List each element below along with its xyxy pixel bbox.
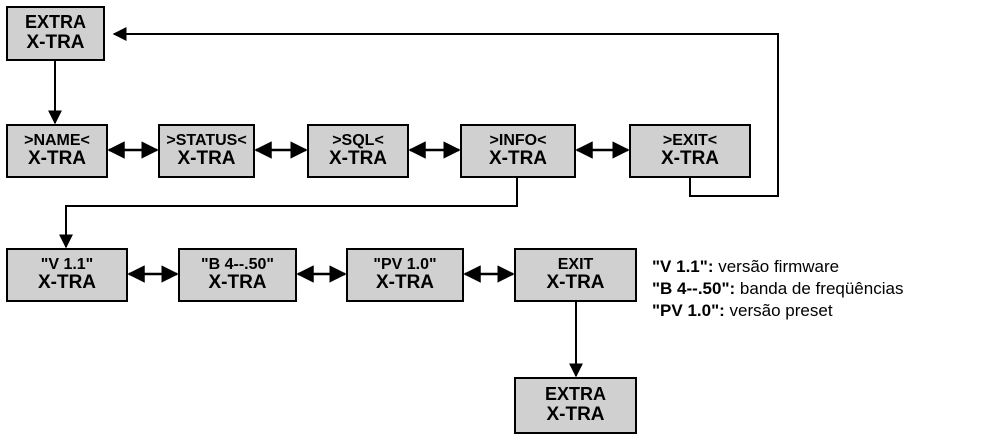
- box-line2: X-TRA: [660, 148, 720, 170]
- legend-item: "V 1.1": versão firmware: [652, 256, 903, 278]
- box-line2: X-TRA: [375, 272, 435, 294]
- info-exit-box: EXIT X-TRA: [514, 248, 637, 302]
- box-line1: "B 4--.50": [201, 255, 274, 273]
- box-line1: "V 1.1": [40, 255, 94, 273]
- legend-text: versão firmware: [713, 257, 840, 276]
- arrow-exit-to-extra: [112, 27, 779, 197]
- box-line2: X-TRA: [37, 272, 97, 294]
- box-line2: X-TRA: [26, 31, 85, 53]
- box-line2: X-TRA: [546, 403, 605, 425]
- box-line1: >STATUS<: [166, 131, 247, 149]
- box-line1: EXIT: [557, 255, 594, 273]
- box-line1: >NAME<: [24, 131, 90, 149]
- box-line2: X-TRA: [546, 272, 605, 294]
- box-line1: "PV 1.0": [373, 255, 437, 273]
- legend-text: banda de freqüências: [735, 279, 904, 298]
- info-band-box: "B 4--.50" X-TRA: [178, 248, 297, 302]
- menu-info-box: >INFO< X-TRA: [460, 124, 576, 178]
- legend-text: versão preset: [724, 301, 833, 320]
- box-line1: >EXIT<: [662, 131, 718, 149]
- legend-key: "PV 1.0":: [652, 301, 725, 320]
- legend: "V 1.1": versão firmware "B 4--.50": ban…: [652, 256, 903, 322]
- box-line1: EXTRA: [24, 12, 86, 33]
- info-preset-box: "PV 1.0" X-TRA: [346, 248, 464, 302]
- extra-top-box: EXTRA X-TRA: [6, 6, 105, 61]
- box-line2: X-TRA: [177, 148, 236, 170]
- legend-item: "B 4--.50": banda de freqüências: [652, 278, 903, 300]
- menu-status-box: >STATUS< X-TRA: [158, 124, 255, 178]
- box-line2: X-TRA: [328, 148, 388, 170]
- menu-sql-box: >SQL< X-TRA: [307, 124, 409, 178]
- legend-item: "PV 1.0": versão preset: [652, 300, 903, 322]
- legend-key: "B 4--.50":: [652, 279, 736, 298]
- box-line1: EXTRA: [544, 384, 606, 405]
- menu-name-box: >NAME< X-TRA: [6, 124, 108, 178]
- arrow-info-to-version: [59, 178, 518, 249]
- info-version-box: "V 1.1" X-TRA: [6, 248, 128, 302]
- box-line1: >INFO<: [489, 131, 547, 149]
- extra-bottom-box: EXTRA X-TRA: [514, 377, 637, 434]
- box-line1: >SQL<: [332, 131, 384, 149]
- box-line2: X-TRA: [27, 148, 87, 170]
- box-line2: X-TRA: [488, 148, 548, 170]
- legend-key: "V 1.1":: [652, 257, 714, 276]
- box-line2: X-TRA: [208, 272, 267, 294]
- menu-exit-box: >EXIT< X-TRA: [629, 124, 751, 178]
